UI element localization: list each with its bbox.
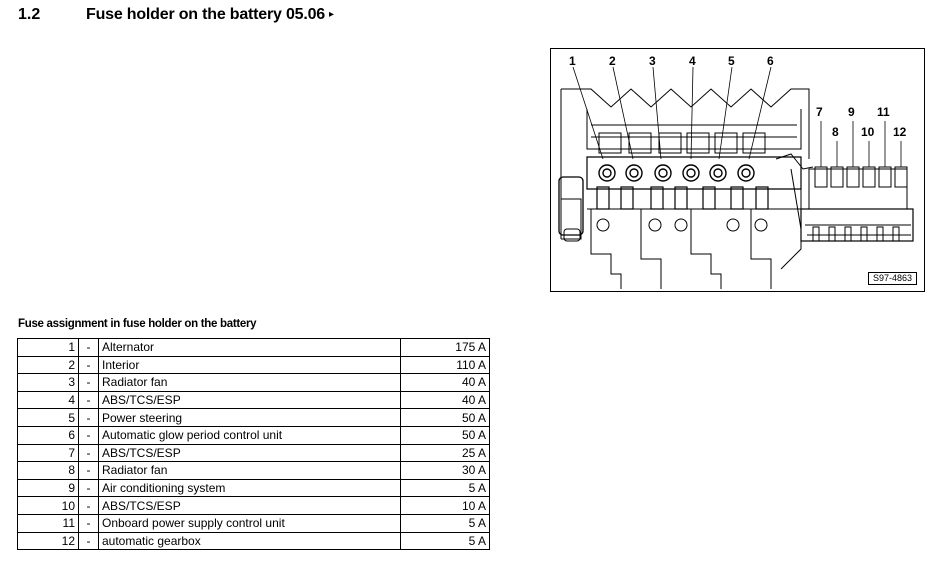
fuse-description: Radiator fan — [98, 461, 401, 480]
fuse-rating: 5 A — [400, 531, 490, 551]
fuse-number: 1 — [17, 338, 79, 357]
fuse-number: 10 — [17, 496, 79, 515]
fuse-number: 2 — [17, 355, 79, 375]
separator-dash: - — [78, 425, 99, 445]
callout-4: 4 — [689, 54, 696, 68]
fuse-rating: 175 A — [400, 338, 490, 357]
callout-8: 8 — [832, 125, 839, 139]
callout-3: 3 — [649, 54, 656, 68]
callout-1: 1 — [569, 54, 576, 68]
fuse-number: 11 — [17, 513, 79, 533]
fuse-rating: 50 A — [400, 425, 490, 445]
fuse-number: 5 — [17, 408, 79, 427]
fuse-rating: 40 A — [400, 390, 490, 410]
fuse-rating: 5 A — [400, 478, 490, 498]
arrow-right-icon[interactable]: ▸ — [329, 9, 334, 20]
separator-dash: - — [78, 338, 99, 357]
fuse-number: 8 — [17, 461, 79, 480]
callout-7: 7 — [816, 105, 823, 119]
separator-dash: - — [78, 390, 99, 410]
fuse-rating: 5 A — [400, 513, 490, 533]
fuse-number: 7 — [17, 443, 79, 463]
fuse-holder-drawing — [558, 66, 914, 289]
separator-dash: - — [78, 443, 99, 463]
fuse-rating: 10 A — [400, 496, 490, 515]
section-number: 1.2 — [18, 6, 41, 23]
separator-dash: - — [78, 408, 99, 427]
fuse-description: ABS/TCS/ESP — [98, 443, 401, 463]
fuse-description: ABS/TCS/ESP — [98, 496, 401, 515]
fuse-description: Radiator fan — [98, 373, 401, 392]
callout-6: 6 — [767, 54, 774, 68]
fuse-rating: 110 A — [400, 355, 490, 375]
separator-dash: - — [78, 373, 99, 392]
separator-dash: - — [78, 496, 99, 515]
fuse-holder-diagram: 1 2 3 4 5 6 7 8 9 10 11 12 S97-4863 — [550, 48, 925, 292]
fuse-description: Air conditioning system — [98, 478, 401, 498]
fuse-rating: 50 A — [400, 408, 490, 427]
fuse-description: Power steering — [98, 408, 401, 427]
separator-dash: - — [78, 531, 99, 551]
callout-2: 2 — [609, 54, 616, 68]
separator-dash: - — [78, 355, 99, 375]
fuse-rating: 40 A — [400, 373, 490, 392]
callout-12: 12 — [893, 125, 907, 139]
fuse-number: 9 — [17, 478, 79, 498]
callout-10: 10 — [861, 125, 875, 139]
fuse-description: Alternator — [98, 338, 401, 357]
fuse-rating: 30 A — [400, 461, 490, 480]
fuse-number: 12 — [17, 531, 79, 551]
separator-dash: - — [78, 478, 99, 498]
page-title: Fuse holder on the battery 05.06 ▸ — [86, 6, 334, 24]
callout-5: 5 — [728, 54, 735, 68]
fuse-number: 4 — [17, 390, 79, 410]
fuse-description: Automatic glow period control unit — [98, 425, 401, 445]
callout-11: 11 — [877, 105, 890, 119]
fuse-number: 6 — [17, 425, 79, 445]
page-title-text: Fuse holder on the battery 05.06 — [86, 6, 325, 23]
fuse-description: ABS/TCS/ESP — [98, 390, 401, 410]
fuse-rating: 25 A — [400, 443, 490, 463]
fuse-number: 3 — [17, 373, 79, 392]
table-title: Fuse assignment in fuse holder on the ba… — [18, 318, 257, 330]
figure-reference: S97-4863 — [867, 272, 917, 285]
fuse-description: Onboard power supply control unit — [98, 513, 401, 533]
separator-dash: - — [78, 513, 99, 533]
fuse-description: automatic gearbox — [98, 531, 401, 551]
fuse-description: Interior — [98, 355, 401, 375]
callout-9: 9 — [848, 105, 855, 119]
separator-dash: - — [78, 461, 99, 480]
